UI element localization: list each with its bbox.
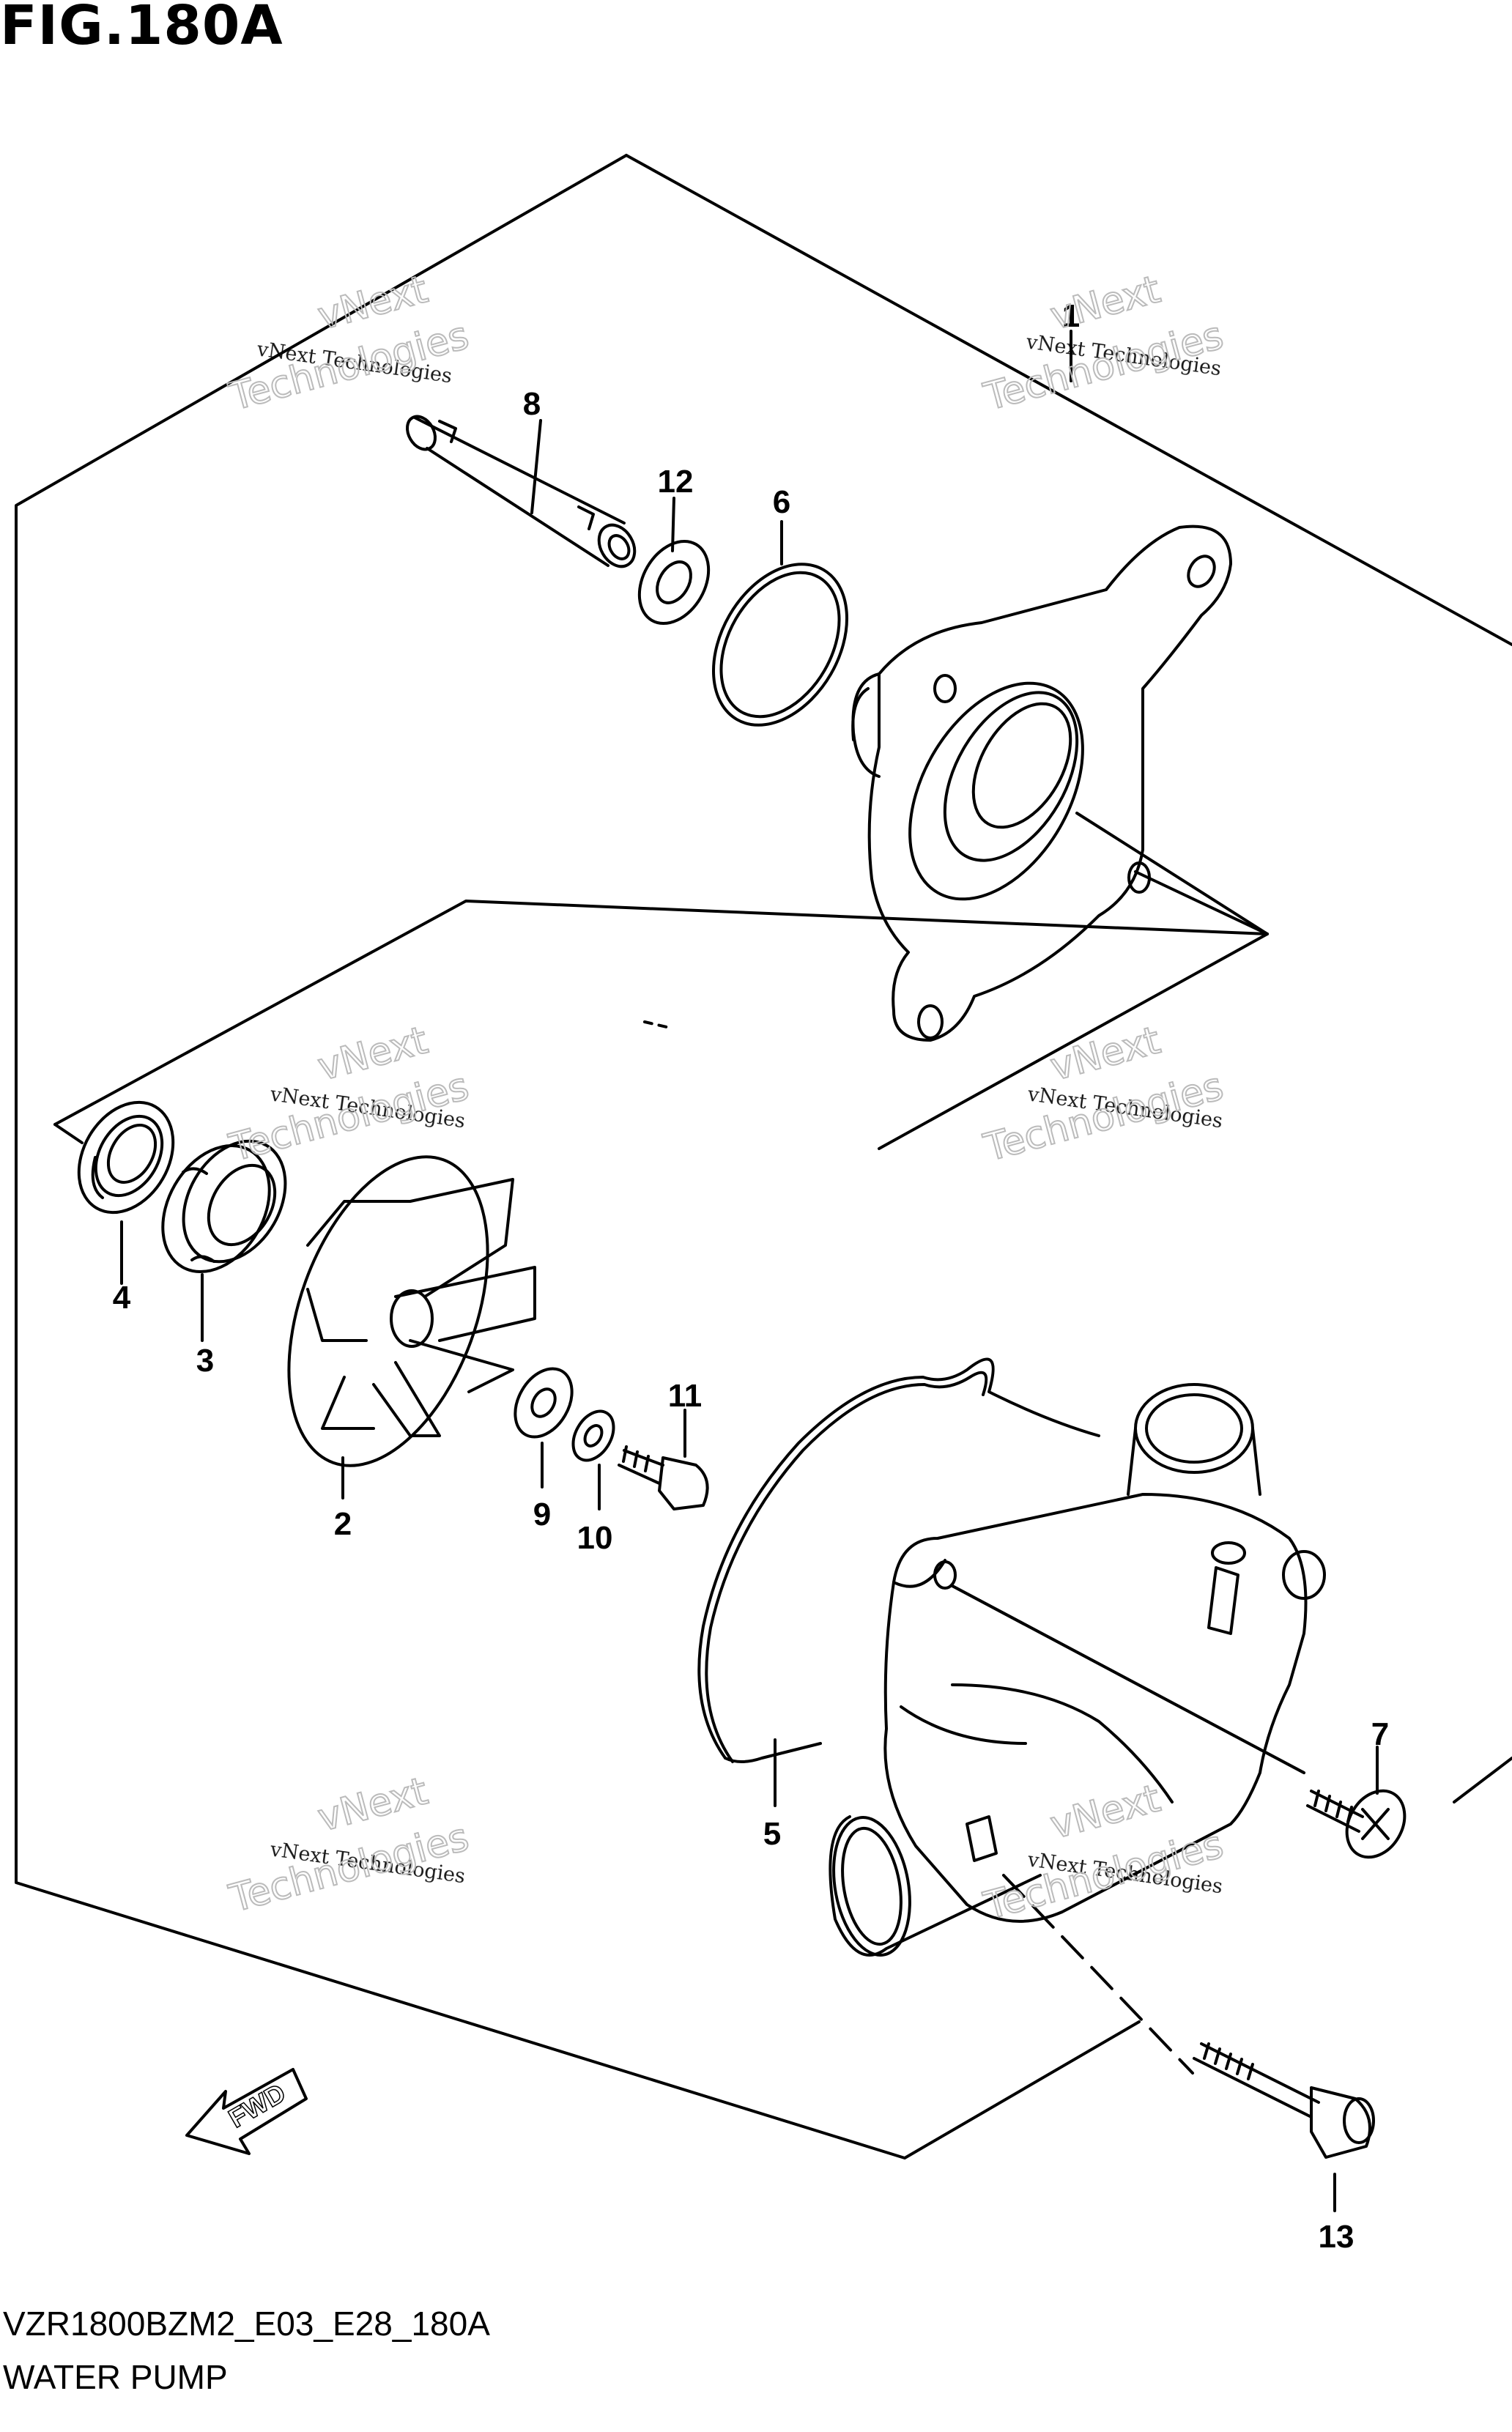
callout-13: 13: [1319, 2219, 1354, 2255]
callout-9: 9: [533, 1497, 551, 1532]
part-8-shaft: [406, 415, 637, 568]
callout-6: 6: [773, 484, 790, 520]
watermark-logo: vNext: [1046, 267, 1165, 338]
callout-12: 12: [658, 464, 694, 500]
part-1-housing-cover: [851, 524, 1232, 1042]
callout-1: 1: [1062, 298, 1080, 334]
callout-11: 11: [668, 1378, 703, 1414]
part-3-mechanical-seal: [161, 1139, 287, 1274]
callout-8: 8: [523, 386, 541, 422]
figure-name: WATER PUMP: [3, 2358, 228, 2396]
part-10-washer: [571, 1409, 615, 1462]
part-12-washer: [637, 539, 711, 626]
callout-5: 5: [763, 1816, 781, 1852]
fwd-label: FWD: [223, 2077, 290, 2133]
watermark-logo: vNext: [1046, 1776, 1165, 1847]
part-7-screw: [1306, 1789, 1407, 1859]
callout-7: 7: [1371, 1716, 1389, 1752]
watermark-logo: vNext: [1046, 1018, 1165, 1089]
figure-title: FIG.180A: [0, 0, 284, 57]
part-2-impeller: [287, 1155, 536, 1467]
part-6-o-ring: [712, 563, 848, 727]
callout-3: 3: [196, 1343, 214, 1379]
water-pump-body: [829, 1383, 1326, 1957]
part-13-bolt: [1193, 2042, 1375, 2159]
callout-2: 2: [334, 1506, 352, 1542]
part-11-bolt: [618, 1445, 709, 1510]
fwd-arrow: [185, 2068, 308, 2155]
callout-10: 10: [577, 1520, 613, 1556]
callout-4: 4: [113, 1280, 131, 1316]
figure-code: VZR1800BZM2_E03_E28_180A: [3, 2305, 490, 2343]
part-9-washer: [514, 1367, 574, 1439]
assembly-outline: [625, 154, 1512, 646]
part-5-gasket: [697, 1357, 1100, 1763]
assembly-outline-left: [15, 154, 1141, 2159]
part-4-oil-seal: [77, 1100, 175, 1215]
subassembly-outline: [53, 900, 1269, 1150]
